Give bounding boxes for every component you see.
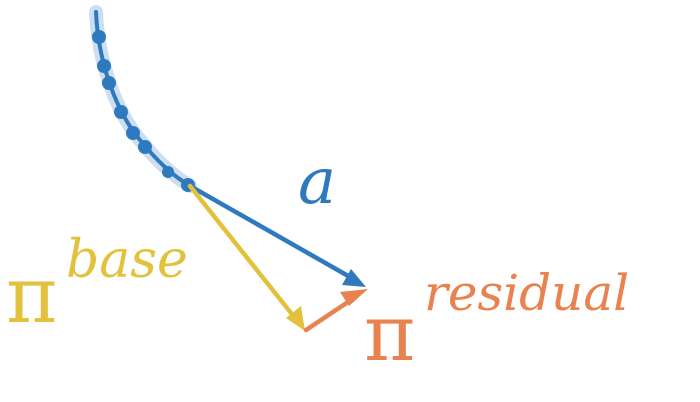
waypoint-dot (92, 30, 106, 44)
waypoint-dot (126, 126, 140, 140)
base-pi-symbol: π (6, 251, 57, 341)
residual-pi-symbol: π (364, 289, 415, 379)
waypoint-dot (102, 76, 116, 90)
action-arrowhead-icon (342, 269, 366, 287)
base-arrowhead-icon (286, 306, 305, 331)
residual-arrowhead-icon (340, 289, 368, 306)
waypoint-dot (97, 59, 111, 73)
trajectory-blur (89, 5, 197, 193)
waypoint-dot (114, 105, 128, 119)
base-superscript: base (66, 230, 188, 290)
residual-superscript: residual (424, 264, 629, 322)
residual-arrow (303, 289, 368, 333)
action-label: a (298, 145, 336, 219)
base-arrow (187, 183, 305, 331)
waypoint-dot (162, 166, 174, 178)
action-arrow (187, 183, 366, 287)
waypoint-dot (138, 140, 152, 154)
